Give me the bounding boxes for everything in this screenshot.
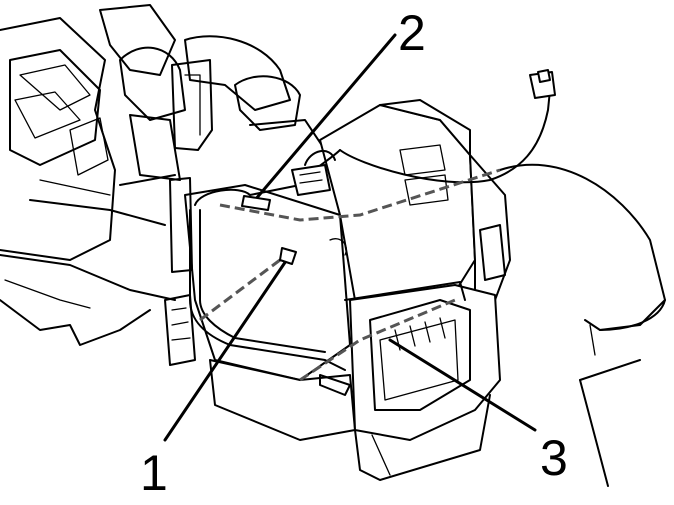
callout-3: 3 (540, 430, 568, 486)
leader-line-2 (253, 33, 397, 202)
right-panel-outline (499, 163, 666, 487)
housing (164, 99, 511, 481)
dashboard-structure (0, 17, 176, 346)
callout-2: 2 (398, 5, 426, 61)
wiring-harness (189, 69, 556, 382)
callout-1: 1 (140, 445, 168, 501)
upper-ducts (99, 4, 336, 181)
leader-line-3 (388, 338, 537, 432)
leader-line-1 (163, 253, 292, 442)
leader-lines (163, 33, 537, 442)
